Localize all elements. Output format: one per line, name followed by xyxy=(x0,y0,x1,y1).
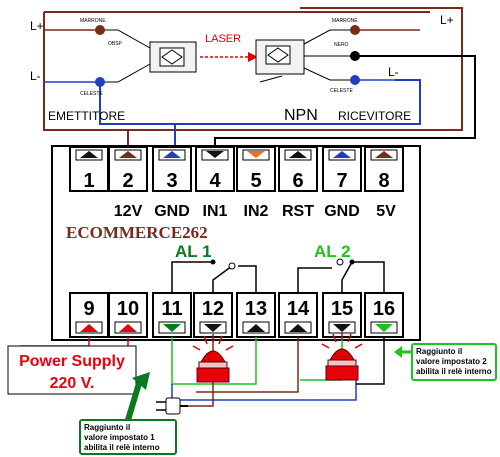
external-wiring xyxy=(20,337,385,407)
pin-label-in2: IN2 xyxy=(244,203,269,220)
terminal-8-number: 8 xyxy=(378,170,389,192)
nero-label: NERO xyxy=(334,42,349,48)
terminal-11: 11 xyxy=(152,292,192,338)
brand-watermark: ECOMMERCE262 xyxy=(66,223,208,242)
relay-2 xyxy=(297,258,385,295)
terminal-16-number: 16 xyxy=(373,298,395,320)
emitter-l-minus: L- xyxy=(30,69,41,83)
celeste-label-left: CELESTE xyxy=(80,91,103,97)
emitter-label: EMETTITORE xyxy=(48,109,125,123)
pin-label-gnd-2: GND xyxy=(324,203,360,220)
terminal-6: 6 xyxy=(278,146,318,192)
terminal-13-number: 13 xyxy=(245,298,267,320)
sensor-section: LASER L+ L- L+ L- MARRONE CELESTE OBSP M… xyxy=(30,7,476,150)
pin-label-12v: 12V xyxy=(114,203,143,220)
al1-note-line2: valore impostato 1 xyxy=(84,433,155,442)
emitter-l-plus: L+ xyxy=(30,19,44,33)
al1-note: Raggiunto il valore impostato 1 abilita … xyxy=(79,372,177,455)
al1-note-line3: abilita il relè interno xyxy=(84,443,160,452)
top-terminal-block: 1 2 3 4 5 6 xyxy=(69,146,404,192)
power-supply-line2: 220 V. xyxy=(50,375,95,392)
al1-note-line1: Raggiunto il xyxy=(84,423,130,432)
terminal-2: 2 xyxy=(108,146,148,192)
alarm-lamp-2-icon xyxy=(321,332,363,381)
terminal-7: 7 xyxy=(322,146,362,192)
terminal-15: 15 xyxy=(322,292,362,338)
terminal-16: 16 xyxy=(364,292,404,338)
pin-label-in1: IN1 xyxy=(203,203,228,220)
terminal-9-number: 9 xyxy=(83,298,94,320)
terminal-1: 1 xyxy=(69,146,109,192)
receiver-l-plus: L+ xyxy=(440,13,454,27)
relay-1 xyxy=(171,259,257,295)
pin-label-5v: 5V xyxy=(376,203,396,220)
al2-note: Raggiunto il valore impostato 2 abilita … xyxy=(394,343,497,381)
terminal-5-number: 5 xyxy=(250,170,261,192)
power-supply-line1: Power Supply xyxy=(19,353,125,370)
marrone-label-left: MARRONE xyxy=(80,18,106,24)
marrone-label-right: MARRONE xyxy=(332,18,358,24)
terminal-3-number: 3 xyxy=(166,170,177,192)
terminal-12: 12 xyxy=(193,292,233,338)
plug-icon xyxy=(156,397,188,415)
terminal-1-number: 1 xyxy=(83,170,94,192)
terminal-10: 10 xyxy=(108,292,148,338)
terminal-5: 5 xyxy=(236,146,276,192)
pin-labels: 12V GND IN1 IN2 RST GND 5V xyxy=(114,203,396,220)
terminal-14: 14 xyxy=(278,292,318,338)
receiver-label: RICEVITORE xyxy=(338,109,411,123)
al2-label: AL 2 xyxy=(314,242,351,261)
terminal-10-number: 10 xyxy=(117,298,139,320)
terminal-12-number: 12 xyxy=(202,298,224,320)
power-supply-box: Power Supply 220 V. xyxy=(7,345,137,395)
terminal-4-number: 4 xyxy=(209,170,221,192)
laser-label: LASER xyxy=(205,33,241,45)
obsp-label: OBSP xyxy=(108,41,123,47)
terminal-15-number: 15 xyxy=(331,298,353,320)
alarm-lamp-1-icon xyxy=(192,334,234,383)
pin-label-rst: RST xyxy=(282,203,314,220)
terminal-11-number: 11 xyxy=(161,298,182,320)
terminal-2-number: 2 xyxy=(122,170,133,192)
al1-label: AL 1 xyxy=(175,242,212,261)
receiver-l-minus: L- xyxy=(388,65,399,79)
al2-note-line1: Raggiunto il xyxy=(416,347,462,356)
al2-note-line2: valore impostato 2 xyxy=(416,357,487,366)
terminal-8: 8 xyxy=(364,146,404,192)
terminal-7-number: 7 xyxy=(336,170,347,192)
npn-label: NPN xyxy=(284,107,318,124)
terminal-6-number: 6 xyxy=(292,170,303,192)
terminal-14-number: 14 xyxy=(287,298,310,320)
terminal-13: 13 xyxy=(236,292,276,338)
terminal-4: 4 xyxy=(195,146,235,192)
bottom-terminal-block: 9 10 11 12 13 1 xyxy=(69,292,404,338)
al2-note-line3: abilita il relè interno xyxy=(416,367,492,376)
terminal-3: 3 xyxy=(152,146,192,192)
celeste-label-right: CELESTE xyxy=(330,88,353,94)
terminal-9: 9 xyxy=(69,292,109,338)
pin-label-gnd-1: GND xyxy=(154,203,190,220)
